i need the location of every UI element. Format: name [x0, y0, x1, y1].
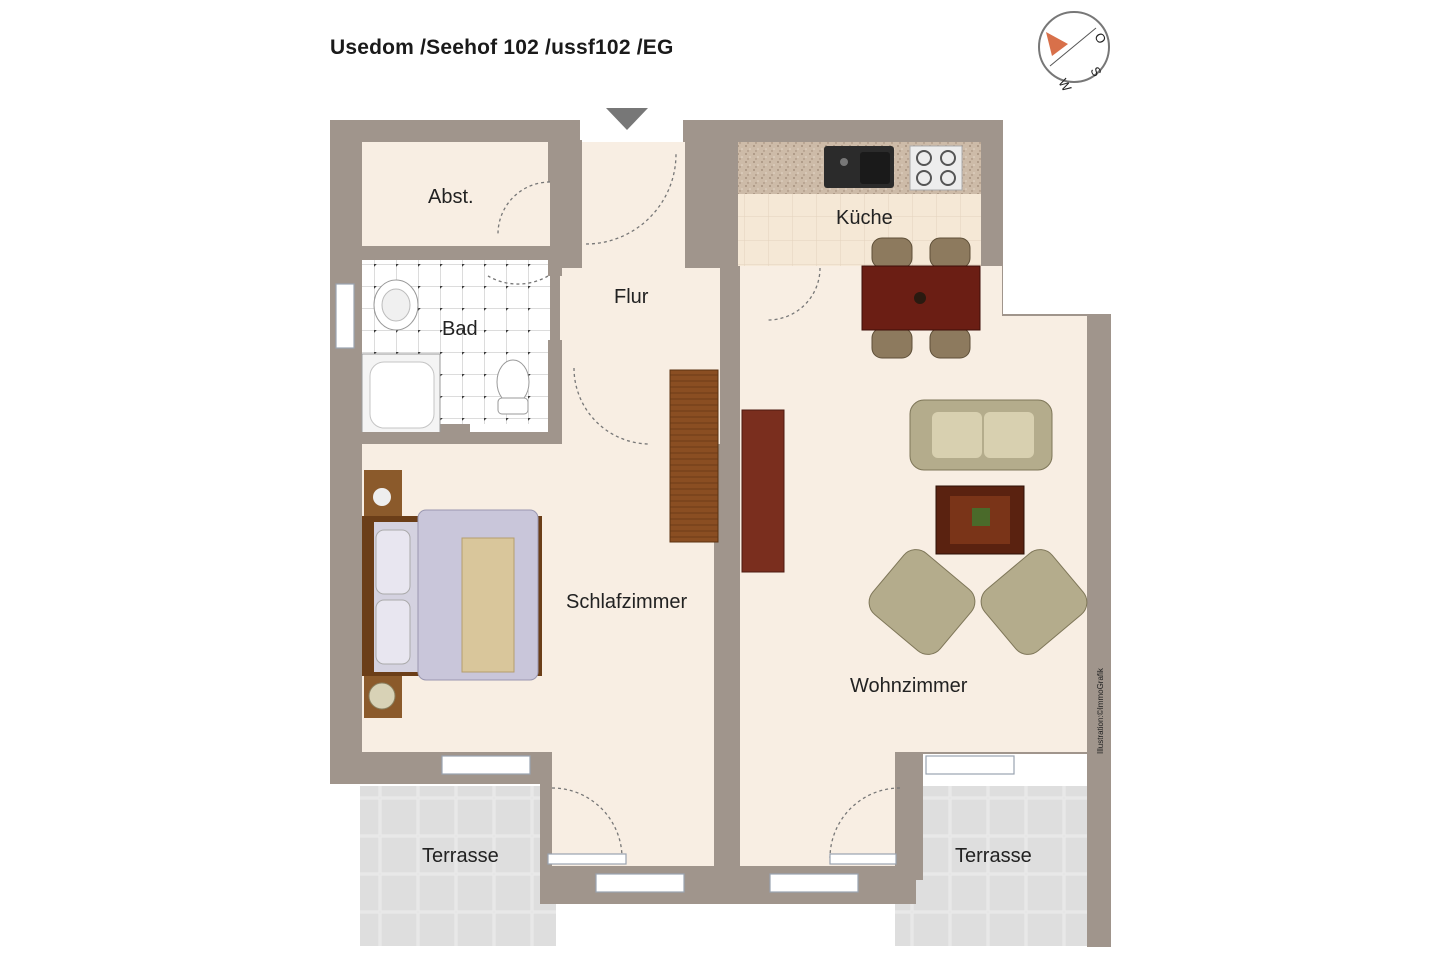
bed-icon — [362, 470, 542, 718]
shelf — [741, 409, 785, 573]
dining-table — [861, 237, 981, 359]
room-label-terrasse-right: Terrasse — [955, 845, 1032, 867]
sofa-icon — [909, 399, 1053, 471]
windows — [335, 283, 1015, 893]
room-label-wohnzimmer: Wohnzimmer — [850, 675, 968, 697]
terrace-right — [895, 786, 1087, 946]
room-label-terrasse-left: Terrasse — [422, 845, 499, 867]
entrance-arrow-icon — [606, 108, 648, 130]
room-label-bad: Bad — [442, 318, 478, 340]
wardrobe — [669, 369, 719, 543]
plan-title: Usedom /Seehof 102 /ussf102 /EG — [330, 36, 674, 59]
sink-icon — [824, 146, 894, 188]
washbasin-icon — [373, 279, 419, 331]
compass-icon: O S W — [1038, 11, 1110, 95]
illustration-credit: Illustration:©ImmoGrafik — [1096, 667, 1105, 754]
door-arcs — [487, 153, 901, 859]
coffee-table — [935, 485, 1025, 555]
bathtub-icon — [361, 353, 441, 435]
toilet-icon — [496, 359, 530, 415]
armchair-left — [868, 549, 976, 655]
kitchen-floor — [738, 142, 981, 266]
stove-icon — [909, 145, 963, 191]
room-label-flur: Flur — [614, 286, 649, 308]
bathroom — [360, 260, 552, 438]
room-label-abst: Abst. — [428, 186, 474, 208]
room-label-schlafzimmer: Schlafzimmer — [566, 591, 687, 613]
terrace-left — [360, 786, 556, 946]
interior-walls — [330, 142, 562, 444]
room-label-kueche: Küche — [836, 207, 893, 229]
armchair-right — [980, 549, 1088, 655]
